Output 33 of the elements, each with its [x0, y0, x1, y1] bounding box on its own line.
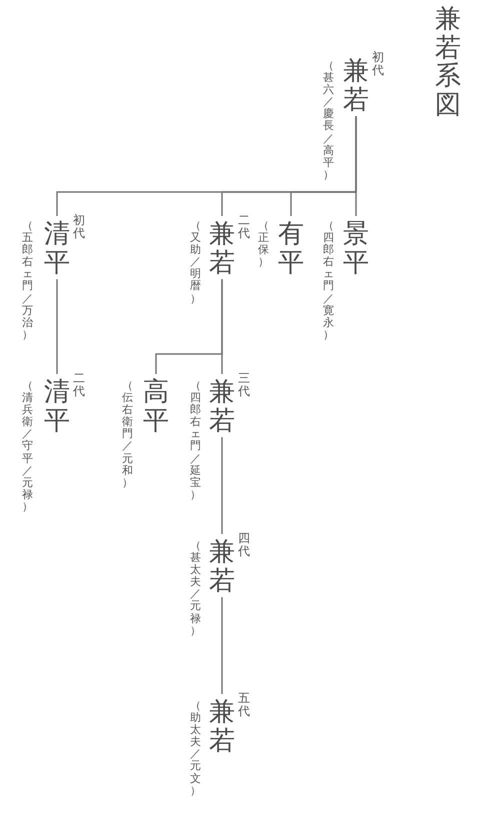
name-annotation: （四郎右ェ門／延宝） — [190, 380, 201, 501]
person-name: 高平 — [143, 378, 169, 436]
generation-label: 初代 — [372, 51, 384, 78]
generation-label: 二代 — [73, 372, 85, 398]
name-annotation: （四郎右ェ門／寛永） — [323, 220, 334, 341]
name-annotation: （甚太夫／元禄） — [190, 540, 201, 637]
generation-label: 四代 — [238, 532, 250, 558]
person-name: 兼若 — [343, 57, 369, 114]
name-annotation: （伝右衛門／元和） — [122, 380, 133, 489]
person-name: 兼若 — [209, 378, 235, 436]
person-name: 清平 — [44, 378, 70, 436]
person-name: 景平 — [343, 220, 369, 278]
generation-label: 二代 — [238, 214, 250, 240]
lineage-line — [56, 279, 58, 374]
person-name: 有平 — [278, 220, 304, 278]
person-name: 兼若 — [209, 698, 235, 756]
lineage-line — [221, 437, 223, 534]
generation-label: 五代 — [238, 692, 250, 718]
name-annotation: （清兵衛／守平／元禄） — [22, 380, 33, 514]
lineage-line — [56, 116, 357, 216]
person-name: 兼若 — [209, 220, 235, 278]
name-annotation: （助太夫／元文） — [190, 700, 201, 797]
lineage-line — [155, 279, 223, 374]
generation-label: 初代 — [73, 214, 85, 240]
name-annotation: （又助／明暦） — [190, 220, 201, 305]
name-annotation: （甚六／慶長／高平） — [323, 60, 334, 181]
person-name: 兼若 — [209, 538, 235, 596]
person-name: 清平 — [44, 220, 70, 278]
lineage-line — [221, 597, 223, 694]
generation-label: 三代 — [238, 372, 250, 398]
name-annotation: （五郎右ェ門／万治） — [22, 220, 33, 341]
chart-title: 兼若系図 — [435, 5, 461, 120]
name-annotation: （正保） — [258, 220, 269, 268]
